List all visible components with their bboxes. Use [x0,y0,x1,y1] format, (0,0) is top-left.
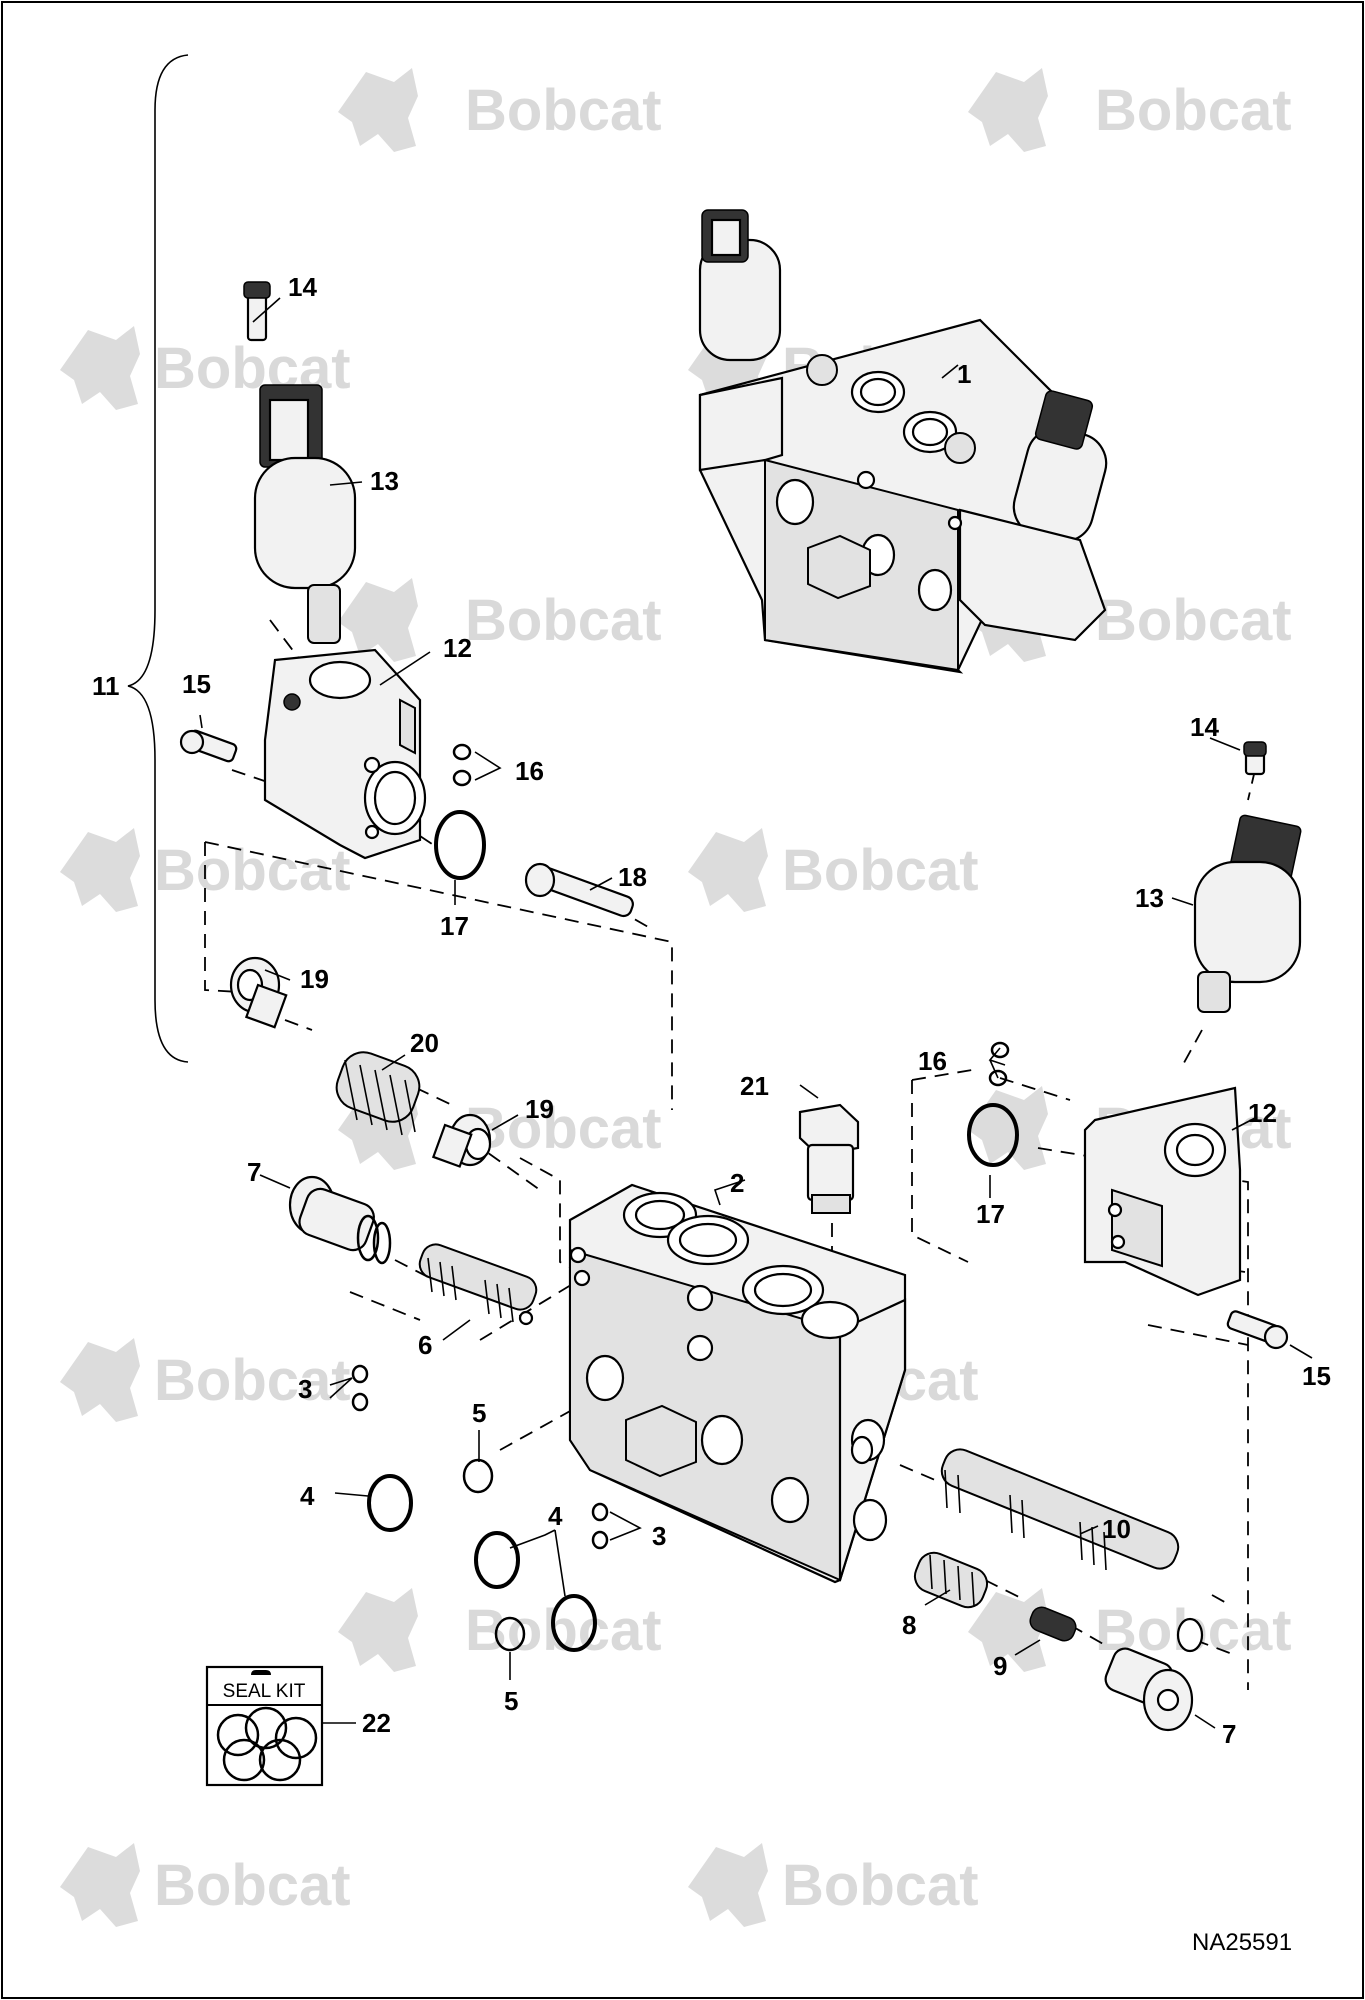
callout-13: 13 [370,466,399,496]
spool-part-8 [913,1551,989,1609]
o-ring-part-4-mid [474,1531,520,1589]
callout-3: 3 [652,1521,666,1551]
solenoid-part-13-left [243,281,357,644]
watermark-text: Bobcat [1095,78,1292,143]
callout-15: 15 [182,669,211,699]
o-ring-part-17-right [967,1103,1019,1167]
o-ring-part-5-upper [462,1458,494,1494]
callout-5: 5 [472,1398,486,1428]
bobcat-logo-watermark [60,326,140,410]
callout-7: 7 [247,1157,261,1187]
spring-part-20 [335,1051,421,1136]
bobcat-logo-watermark [688,828,768,912]
leader-lines [199,297,1313,1729]
callout-7: 7 [1222,1719,1236,1749]
callout-9: 9 [993,1651,1007,1681]
callout-11: 11 [92,671,120,701]
valve-assembly-part-1 [698,209,1108,674]
o-ring-part-4-left [367,1474,413,1532]
callout-1: 1 [957,359,971,389]
callout-16: 16 [918,1046,947,1076]
watermark-text: Bobcat [154,1348,351,1413]
spring-seat-part-19-lower [431,1113,492,1168]
o-rings-part-3-upper [351,1364,369,1412]
callout-3: 3 [298,1374,312,1404]
bobcat-logo-watermark [60,1338,140,1422]
bobcat-logo-watermark [338,68,418,152]
bobcat-logo-watermark [968,1588,1048,1672]
callout-21: 21 [740,1071,769,1101]
bobcat-logo-watermark [968,68,1048,152]
callout-16: 16 [515,756,544,786]
o-ring-part-17-left [434,810,486,880]
callout-18: 18 [618,862,647,892]
bolt-part-15-left [179,729,238,763]
callout-10: 10 [1102,1514,1131,1544]
callout-4: 4 [300,1481,315,1511]
valve-body-part-2 [568,1183,907,1584]
callout-8: 8 [902,1610,916,1640]
callout-17: 17 [976,1199,1005,1229]
bobcat-logo-watermark [688,1843,768,1927]
callout-17: 17 [440,911,469,941]
seal-kit-part-22: SEAL KIT [205,1665,324,1787]
watermark-text: Bobcat [465,1096,662,1161]
watermark-text: Bobcat [1095,588,1292,653]
bobcat-logo-watermark [338,1588,418,1672]
callout-6: 6 [418,1330,432,1360]
pin-part-18 [524,862,634,918]
plug-part-7-right [1104,1647,1194,1732]
o-ring-part-4-right [551,1594,597,1652]
watermark-text: Bobcat [465,78,662,143]
o-rings-part-16-left [452,743,472,787]
callout-5: 5 [504,1686,518,1716]
spring-part-9 [1029,1606,1077,1642]
watermark-layer: Bobcat Bobcat Bobcat Bobcat Bobcat Bobca… [60,68,1292,1927]
bolt-part-15-right [1226,1310,1289,1350]
fitting-part-21 [798,1103,860,1214]
callout-19: 19 [300,964,329,994]
watermark-text: Bobcat [154,838,351,903]
callout-14: 14 [288,272,317,302]
callout-19: 19 [525,1094,554,1124]
seal-kit-label: SEAL KIT [223,1681,306,1702]
bobcat-logo-watermark [60,828,140,912]
spool-part-6 [418,1243,538,1326]
spool-part-10 [940,1448,1204,1653]
callout-14: 14 [1190,712,1219,742]
o-ring-part-5-lower [494,1616,526,1652]
watermark-text: Bobcat [782,1853,979,1918]
end-cover-part-12-right [1083,1086,1242,1297]
spring-seat-part-19-upper [229,956,288,1029]
callout-12: 12 [443,633,472,663]
callout-4: 4 [548,1501,563,1531]
callout-13: 13 [1135,883,1164,913]
callout-15: 15 [1302,1361,1331,1391]
callout-labels: 1 2 3 3 4 4 5 5 6 7 7 8 9 10 11 12 12 13… [92,272,1331,1749]
assembly-brace [127,54,189,1063]
watermark-text: Bobcat [465,1598,662,1663]
end-cover-part-12-left [263,648,427,860]
plug-part-7-left [288,1175,392,1265]
watermark-text: Bobcat [782,838,979,903]
callout-2: 2 [730,1168,744,1198]
figure-reference-id: NA25591 [1192,1929,1292,1956]
callout-20: 20 [410,1028,439,1058]
solenoid-part-13-right [1193,741,1302,1013]
callout-22: 22 [362,1708,391,1738]
watermark-text: Bobcat [154,1853,351,1918]
callout-12: 12 [1248,1098,1277,1128]
o-rings-part-3-lower [591,1502,609,1550]
bobcat-logo-watermark [60,1843,140,1927]
o-rings-part-16-right [988,1041,1010,1087]
watermark-text: Bobcat [465,588,662,653]
bobcat-logo-watermark [338,578,418,662]
